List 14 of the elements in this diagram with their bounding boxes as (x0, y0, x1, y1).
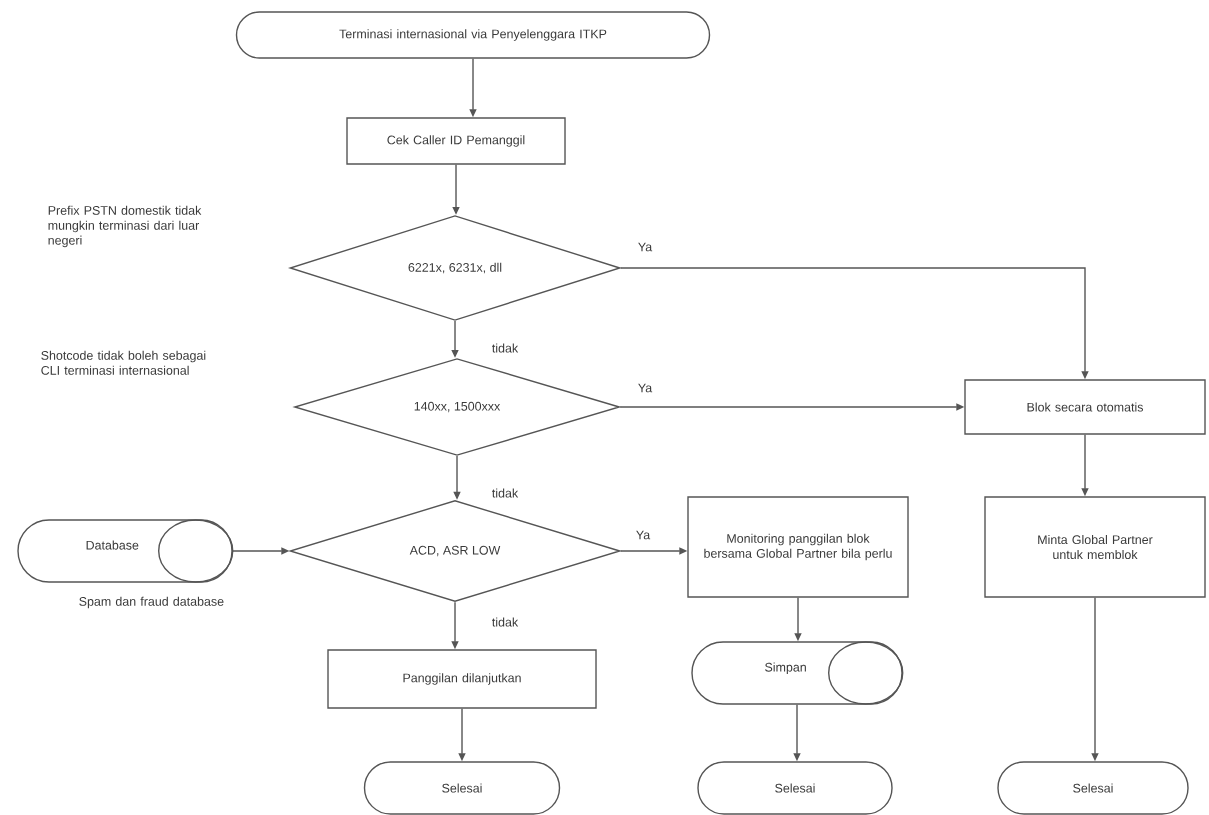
edge-label: tidak (490, 616, 520, 628)
annotation-text: Prefix PSTN domestik tidak mungkin terminasi dari luar negeri (48, 205, 202, 248)
edge-label: tidak (490, 487, 520, 499)
edge-label: Ya (636, 241, 654, 253)
process-box: Monitoring panggilan blok bersama Global Partner bila perlu (687, 496, 909, 598)
edge-label: Ya (636, 382, 654, 394)
process-box: Minta Global Partner untuk memblok (984, 496, 1206, 598)
edge-label: Ya (634, 529, 652, 541)
edge-label: tidak (490, 342, 520, 354)
annotation-text: Shotcode tidak boleh sebagai CLI terminasi internasional (41, 350, 206, 375)
process-box: Cek Caller ID Pemanggil (346, 117, 566, 165)
process-box: Blok secara otomatis (964, 379, 1206, 435)
annotation-text: Spam dan fraud database (79, 596, 224, 609)
process-box: Panggilan dilanjutkan (327, 649, 597, 709)
